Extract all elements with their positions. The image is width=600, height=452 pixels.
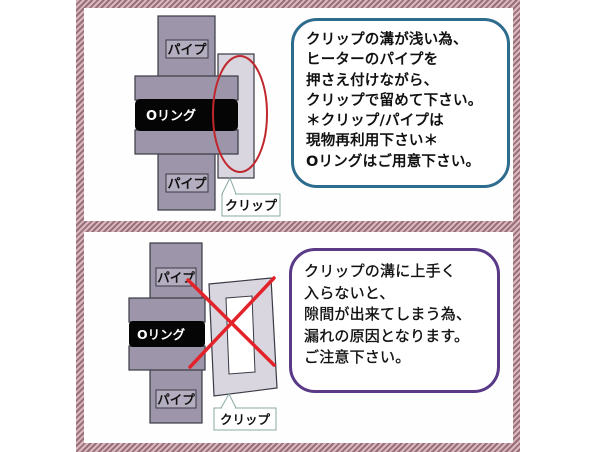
note-line: クリップの溝が浅い為、 <box>306 32 468 48</box>
pipe-label-box-lower <box>155 389 197 409</box>
highlight-ellipse-icon <box>212 55 268 173</box>
heater-flange-lower <box>128 345 206 371</box>
pipe-label-upper: パイプ <box>157 270 195 285</box>
pipe-label-box-lower <box>165 173 209 193</box>
note-line: 押さえ付けながら、 <box>306 72 439 89</box>
note-line: 漏れの原因となります。 <box>304 326 470 345</box>
heater-flange-lower <box>134 129 239 155</box>
clip-label: クリップ <box>220 412 271 427</box>
pipe-label-lower: パイプ <box>157 392 195 407</box>
note-line: Oリングはご用意下さい。 <box>306 153 481 170</box>
note-bubble-incorrect: クリップの溝に上手く 入らないと、 隙間が出来てしまう為、 漏れの原因となります… <box>289 248 500 393</box>
clip-callout-box <box>213 407 277 431</box>
note-line: ヒーターのパイプを <box>306 52 439 69</box>
oring-shape <box>129 321 205 347</box>
note-line: クリップで留めて下さい。 <box>306 92 483 109</box>
oring-label: Oリング <box>137 327 186 342</box>
clip-gap <box>225 295 256 375</box>
pipe-label-upper: パイプ <box>167 43 207 58</box>
panel-incorrect-installation: パイプ パイプ Oリング クリップ クリップの溝に上手く 入らないと、 隙間が出… <box>84 232 513 443</box>
hatched-frame: パイプ パイプ Oリング クリップ クリップの溝が浅い為、 ヒーターのパイプを … <box>76 0 520 452</box>
clip-callout-box <box>221 193 281 217</box>
callout-pointer <box>220 392 237 409</box>
note-line: ＊クリップ/パイプは <box>306 113 444 130</box>
diagram-incorrect: パイプ パイプ Oリング クリップ <box>128 242 278 431</box>
note-line: 隙間が出来てしまう為、 <box>304 305 472 323</box>
pipe-label-lower: パイプ <box>167 177 207 192</box>
panel-correct-installation: パイプ パイプ Oリング クリップ クリップの溝が浅い為、 ヒーターのパイプを … <box>84 8 513 221</box>
note-line: 現物再利用下さい＊ <box>306 133 439 150</box>
pipe-label-box-upper <box>165 39 209 59</box>
oring-label: Oリング <box>146 108 196 124</box>
cross-icon-stroke-2 <box>188 276 276 369</box>
note-line: ご注意下さい。 <box>304 348 411 366</box>
note-line: クリップの溝に上手く <box>304 262 457 280</box>
clip-label: クリップ <box>225 199 278 214</box>
note-bubble-correct: クリップの溝が浅い為、 ヒーターのパイプを 押さえ付けながら、 クリップで留めて… <box>291 18 510 188</box>
callout-pointer <box>221 176 237 195</box>
pipe-label-box-upper <box>155 267 197 287</box>
diagram-correct: パイプ パイプ Oリング クリップ <box>134 15 281 217</box>
heater-flange-upper <box>128 297 206 323</box>
heater-flange-upper <box>134 75 239 101</box>
note-line: 入らないと、 <box>304 283 395 302</box>
